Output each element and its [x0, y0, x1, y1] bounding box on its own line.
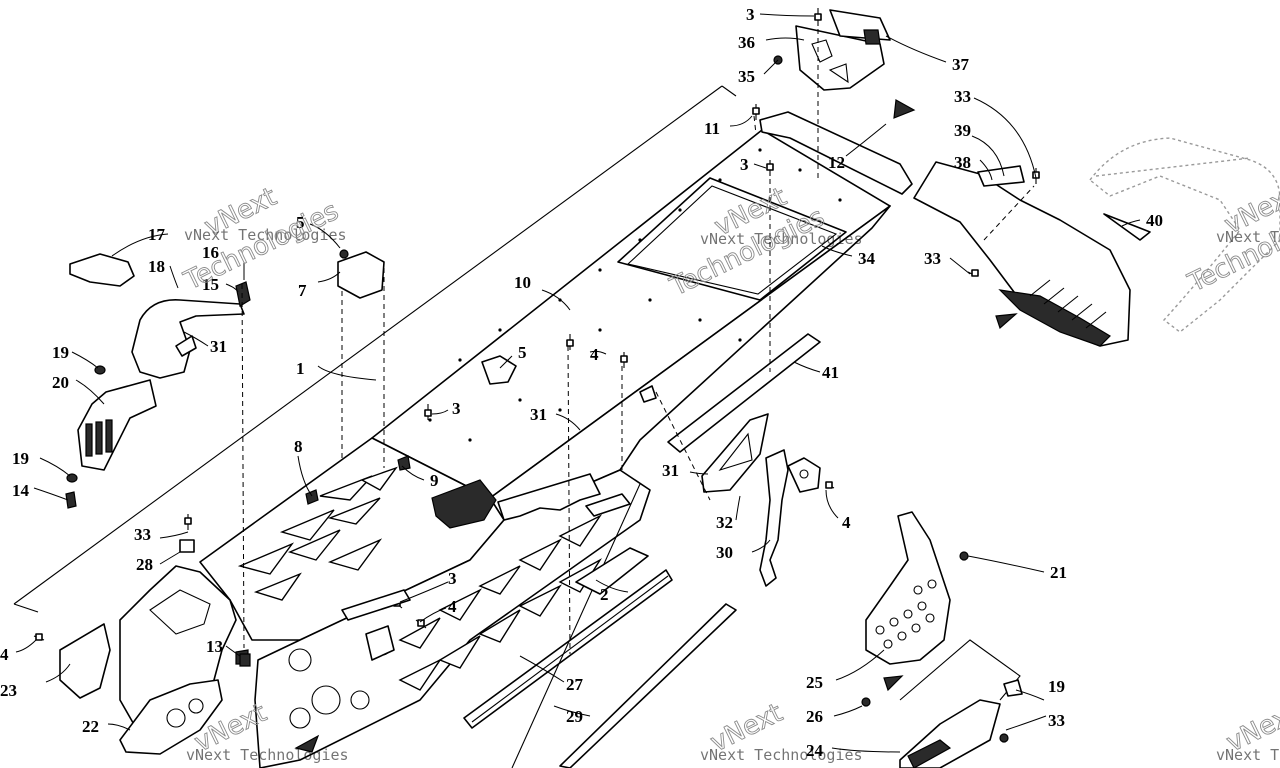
callout-40: 40: [1146, 211, 1163, 230]
callout-9: 9: [430, 471, 439, 490]
callout-37: 37: [952, 55, 970, 74]
callout-19-left-lower: 19: [12, 449, 29, 468]
callout-39: 39: [954, 121, 971, 140]
callout-24: 24: [806, 741, 824, 760]
callout-31-center: 31: [530, 405, 547, 424]
callout-31-right: 31: [662, 461, 679, 480]
right-side-parts: [639, 333, 1023, 768]
watermark-company-1: vNext Technologies: [184, 226, 347, 244]
snowflap-ribs: [1029, 279, 1107, 329]
rear-left-frame: [59, 539, 249, 755]
callout-26: 26: [806, 707, 823, 726]
arrow-left-bottom-icon: [294, 734, 320, 753]
watermark-company-6: vNext Technologies: [1216, 746, 1280, 764]
callout-32: 32: [716, 513, 733, 532]
arrow-right-mid-icon: [995, 313, 1018, 330]
callout-29: 29: [566, 707, 583, 726]
callout-3-mid: 3: [452, 399, 461, 418]
leader-lines: [15, 13, 1141, 753]
assembly-guides: [241, 20, 1035, 655]
callout-3-upper: 3: [740, 155, 749, 174]
callout-15: 15: [202, 275, 219, 294]
callout-3-top: 3: [746, 5, 755, 24]
callout-19-left-upper: 19: [52, 343, 69, 362]
callout-4-lower: 4: [448, 597, 457, 616]
callout-31-left: 31: [210, 337, 227, 356]
front-left-brackets: [66, 253, 251, 483]
callout-18: 18: [148, 257, 165, 276]
arrow-right-low-icon: [883, 675, 904, 692]
callout-11: 11: [704, 119, 720, 138]
callout-33-top: 33: [954, 87, 971, 106]
callout-20: 20: [52, 373, 69, 392]
assembly-outline: [13, 85, 737, 613]
callout-19-right: 19: [1048, 677, 1065, 696]
callout-36: 36: [738, 33, 755, 52]
tunnel-chassis: [199, 129, 891, 768]
callout-4-right: 4: [842, 513, 851, 532]
callout-17: 17: [148, 225, 166, 244]
arrow-right-top-icon: [893, 99, 916, 119]
callout-34: 34: [858, 249, 876, 268]
callout-38: 38: [954, 153, 971, 172]
callout-25: 25: [806, 673, 823, 692]
watermark-company-4: vNext Technologies: [186, 746, 349, 764]
callout-3-lower: 3: [448, 569, 457, 588]
callout-33-left: 33: [134, 525, 151, 544]
callout-33-right: 33: [1048, 711, 1065, 730]
callout-4-center: 4: [590, 345, 599, 364]
direction-arrows: [294, 99, 1018, 753]
callout-1: 1: [296, 359, 305, 378]
callout-35: 35: [738, 67, 755, 86]
misc-parts: [337, 251, 631, 661]
callout-14: 14: [12, 481, 30, 500]
callout-22: 22: [82, 717, 99, 736]
callout-33-mid: 33: [924, 249, 941, 268]
callout-8: 8: [294, 437, 303, 456]
rivet-dots: [428, 148, 842, 442]
callout-23: 23: [0, 681, 17, 700]
rear-snowflap: [913, 137, 1280, 347]
callout-16: 16: [202, 243, 219, 262]
callout-27: 27: [566, 675, 584, 694]
callout-5-center: 5: [518, 343, 527, 362]
long-rails: [463, 483, 737, 768]
callout-30: 30: [716, 543, 733, 562]
watermark-company-3: vNext Technologies: [1216, 228, 1280, 246]
callout-28: 28: [136, 555, 153, 574]
watermark-company-5: vNext Technologies: [700, 746, 863, 764]
callout-4-left: 4: [0, 645, 9, 664]
callout-5-top: 5: [296, 213, 305, 232]
callout-7: 7: [298, 281, 307, 300]
callout-13: 13: [206, 637, 223, 656]
callout-10: 10: [514, 273, 531, 292]
callout-21: 21: [1050, 563, 1067, 582]
watermark-company-2: vNext Technologies: [700, 230, 863, 248]
callout-2: 2: [600, 585, 609, 604]
callout-12: 12: [828, 153, 845, 172]
callout-41: 41: [822, 363, 839, 382]
callouts: 1 2 3 3 3 3 4 4 4 4 5 5 7 8 9 10 11 12 1…: [0, 5, 1163, 760]
